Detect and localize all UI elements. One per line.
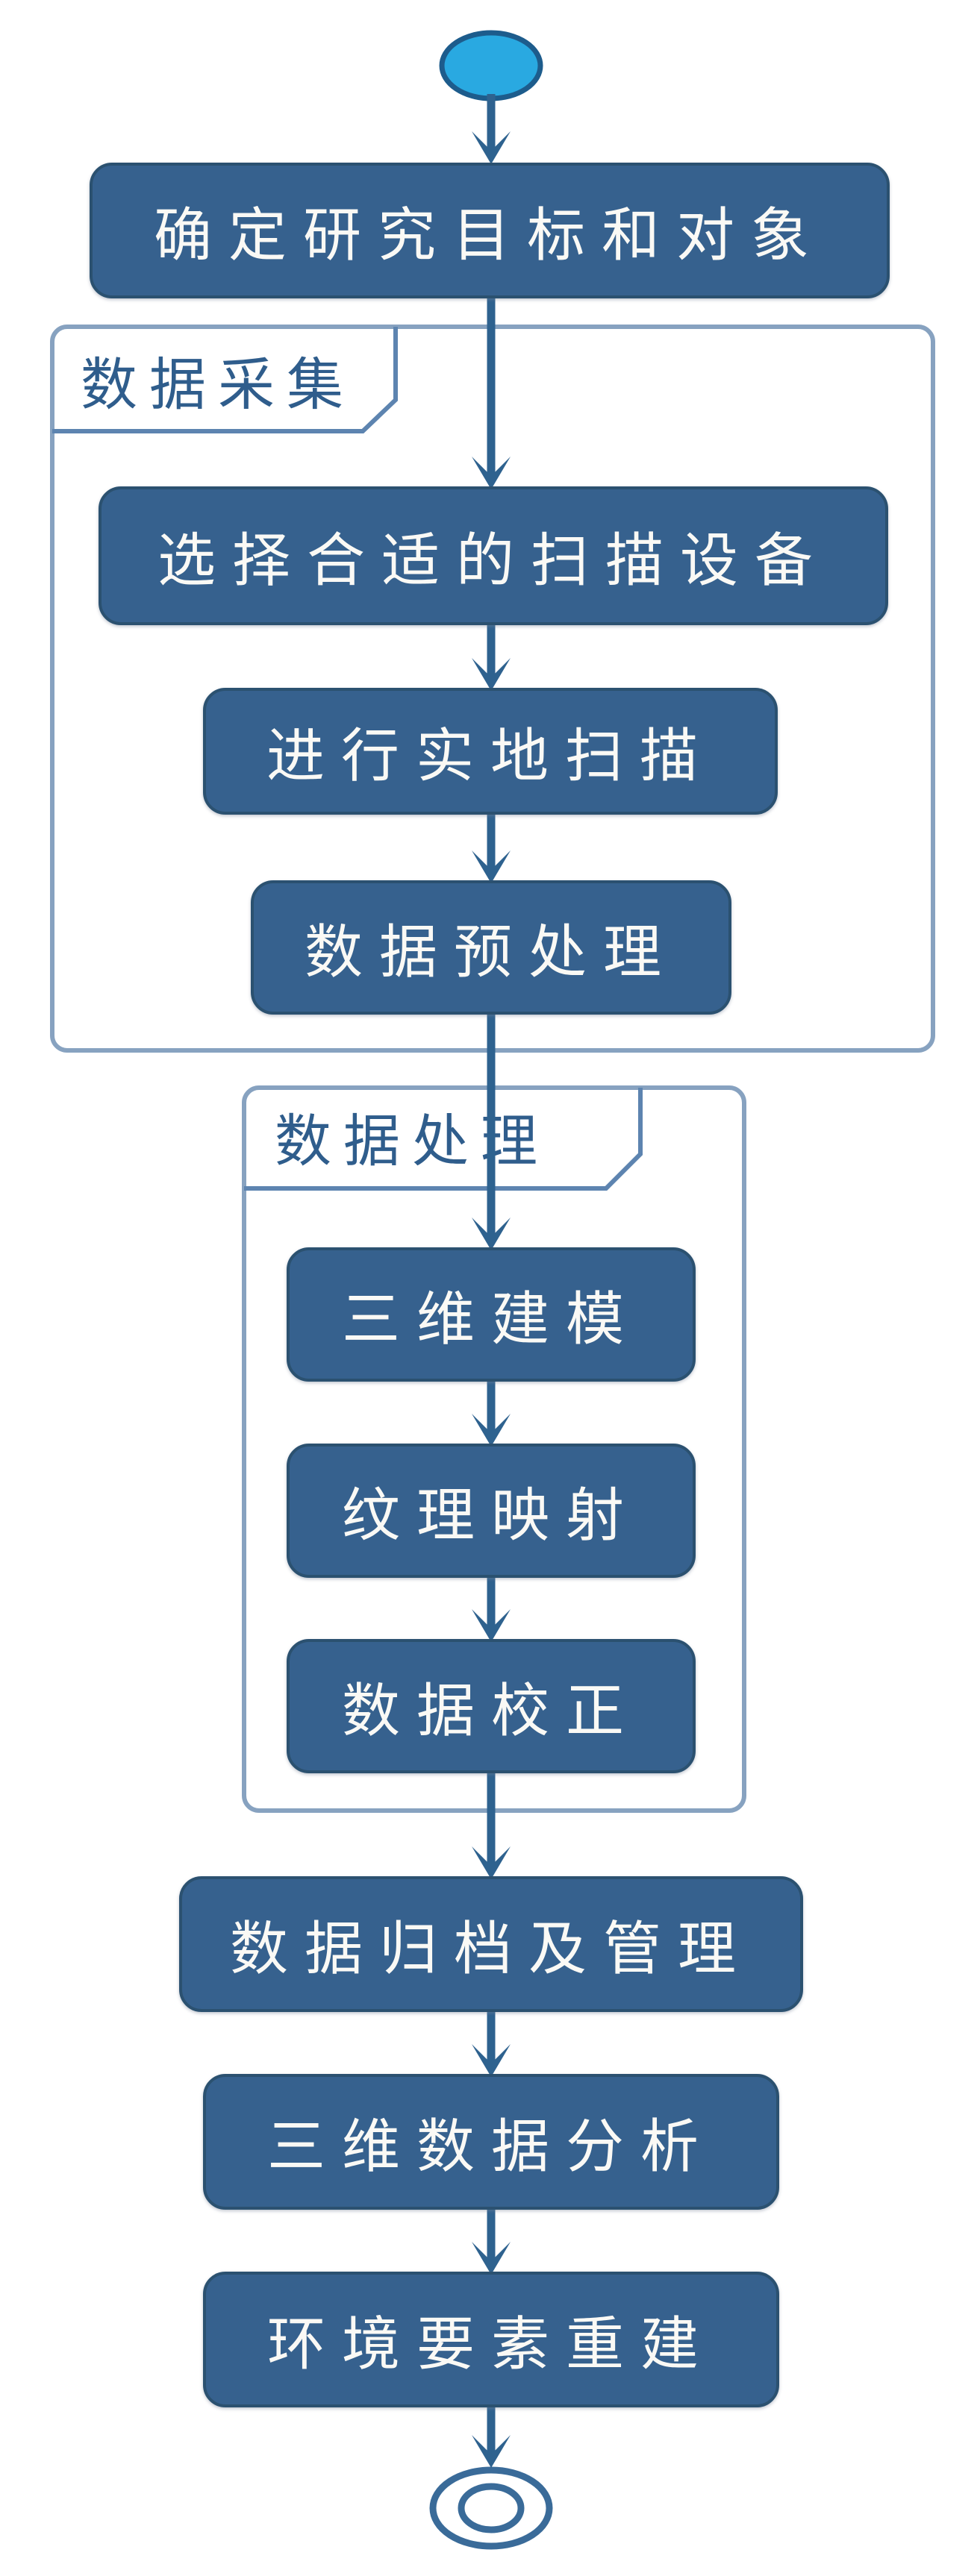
flow-arrow-activity9-to-activity10 [472,2208,511,2275]
flow-arrow-activity6-to-activity7 [472,1576,511,1642]
activity-label: 数据归档及管理 [229,1916,752,1983]
activity-label: 数据预处理 [304,919,678,986]
activity-label: 纹理映射 [341,1482,640,1549]
activity-label: 环境要素重建 [266,2311,715,2378]
end-node-inner-ring [458,2483,525,2533]
activity-3d-data-analysis: 三维数据分析 [203,2074,779,2210]
flow-arrow-activity8-to-activity9 [472,2011,511,2077]
activity-data-archiving-management: 数据归档及管理 [179,1876,803,2012]
flow-arrow-activity5-to-activity6 [472,1380,511,1447]
flow-arrow-activity7-to-activity8 [472,1772,511,1879]
activity-label: 确定研究目标和对象 [153,202,825,269]
activity-environment-element-reconstruction: 环境要素重建 [203,2272,779,2407]
end-node [429,2466,553,2550]
flow-arrow-activity10-to-end [472,2406,511,2468]
activity-label: 三维数据分析 [266,2113,715,2181]
activity-field-scanning: 进行实地扫描 [203,688,778,815]
activity-define-research-goals: 确定研究目标和对象 [90,163,890,298]
group-label-data-collection: 数据采集 [81,334,355,425]
activity-data-preprocessing: 数据预处理 [251,880,731,1015]
activity-label: 进行实地扫描 [266,723,714,790]
flow-arrow-activity3-to-activity4 [472,813,511,883]
end-node-outer-ring [429,2466,553,2550]
activity-label: 三维建模 [341,1286,640,1353]
activity-texture-mapping: 纹理映射 [287,1444,696,1578]
group-label-text: 数据处理 [275,1108,549,1174]
activity-3d-modeling: 三维建模 [287,1247,696,1382]
flow-arrow-activity1-to-activity2 [472,297,511,489]
flow-arrow-activity2-to-activity3 [472,624,511,691]
group-label-text: 数据采集 [81,351,355,418]
group-label-data-processing: 数据处理 [275,1091,549,1182]
activity-label: 选择合适的扫描设备 [157,527,829,595]
activity-data-correction: 数据校正 [287,1639,696,1773]
flow-arrow-start-to-activity1 [472,94,511,164]
activity-label: 数据校正 [341,1678,640,1745]
activity-select-scanning-device: 选择合适的扫描设备 [99,486,888,625]
start-node [439,30,543,101]
